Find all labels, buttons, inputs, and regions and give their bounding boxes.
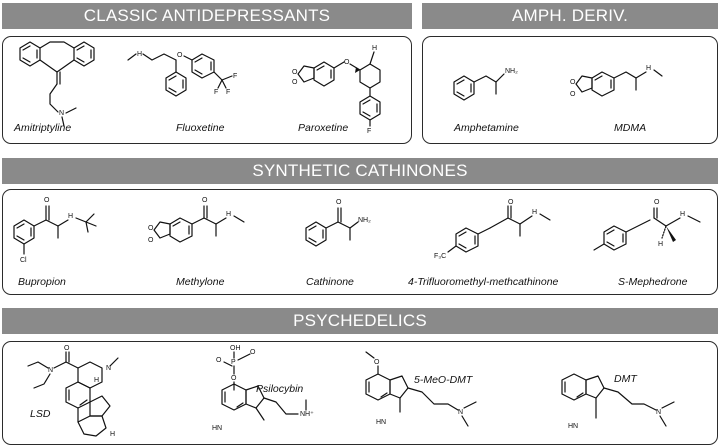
atom-label-o: O [202,197,208,204]
atom-label-n: N [48,367,53,374]
structure-4-trifluoromethyl-methcathinone: F₃C O H [434,199,551,260]
panel-synthetic-cathinones [2,189,718,295]
atom-label-n: N [59,110,64,117]
caption-dmt: DMT [614,373,637,385]
structure-amphetamine: NH₂ [453,68,518,101]
atom-label-o: O [292,79,298,86]
atom-label-o: O [336,199,342,206]
atom-label-f3c: F₃C [434,253,446,260]
atom-label-oh: OH [230,345,241,352]
atom-label-o: O [344,59,350,66]
atom-label-nh2: NH₂ [505,68,518,75]
panel-psychedelics [2,341,718,445]
caption-s-mephedrone: S-Mephedrone [618,276,688,288]
structure-lsd: O N N H H [27,345,119,438]
atom-label-nh2: NH₂ [358,217,371,224]
atom-label-f: F [226,89,230,96]
atom-label-nh: H [137,51,142,58]
atom-label-nh: H [646,65,651,72]
atom-label-n: N [106,365,111,372]
atom-label-o: O [292,69,298,76]
structure-mdma: O O H [570,65,663,98]
section-banner-amph-deriv: AMPH. DERIV. [422,3,718,29]
structure-amitriptyline: N [19,41,95,127]
atom-label-hn: HN [212,425,222,432]
caption-5-meo-dmt: 5-MeO-DMT [414,374,473,386]
atom-label-o: O [231,375,237,382]
atom-label-o: O [570,79,576,86]
atom-label-o: O [570,91,576,98]
atom-label-o: O [148,237,154,244]
panel-classic-antidepressants [2,36,412,144]
atom-label-o: O [216,357,222,364]
atom-label-o: O [148,225,154,232]
atom-label-o: O [374,359,380,366]
atom-label-o: O [44,197,50,204]
atom-label-n: N [458,409,463,416]
atom-label-nh: H [110,431,115,438]
atom-label-hn: HN [376,419,386,426]
caption-bupropion: Bupropion [18,276,66,288]
atom-label-f: F [214,89,218,96]
atom-label-o: O [250,349,256,356]
structure-bupropion: Cl O H [13,197,97,264]
atom-label-cl: Cl [20,257,27,264]
atom-label-nh: H [226,211,231,218]
section-banner-synthetic-cathinones: SYNTHETIC CATHINONES [2,158,718,184]
atom-label-h: H [658,241,663,248]
atom-label-h: H [94,377,99,384]
structure-5-meo-dmt: O HN N [365,351,477,427]
caption-paroxetine: Paroxetine [298,122,349,134]
caption-mdma: MDMA [614,122,647,134]
atom-label-nh: H [68,213,73,220]
caption-amphetamine: Amphetamine [454,122,519,134]
atom-label-o: O [177,52,183,59]
atom-label-o: O [508,199,514,206]
atom-label-p: P [231,359,236,366]
caption-psilocybin: Psilocybin [256,383,304,395]
section-banner-classic-antidepressants: CLASSIC ANTIDEPRESSANTS [2,3,412,29]
caption-amitriptyline: Amitriptyline [14,122,72,134]
structure-cathinone: O NH₂ [305,199,371,247]
caption-4-trifluoromethyl-methcathinone: 4-Trifluoromethyl-methcathinone [408,276,559,288]
caption-methylone: Methylone [176,276,225,288]
section-banner-psychedelics: PSYCHEDELICS [2,308,718,334]
structure-psilocybin: OH P O O O HN NH⁺ [212,345,314,432]
atom-label-o: O [654,199,660,206]
caption-lsd: LSD [30,408,51,420]
atom-label-nh-plus: NH⁺ [300,411,314,418]
caption-cathinone: Cathinone [306,276,354,288]
structure-methylone: O O O H [148,197,245,244]
atom-label-hn: HN [568,423,578,430]
caption-fluoxetine: Fluoxetine [176,122,225,134]
atom-label-nh: H [532,209,537,216]
atom-label-f: F [233,73,237,80]
structure-dmt: HN N [561,373,675,430]
atom-label-nh: H [680,211,685,218]
atom-label-n: N [656,409,661,416]
atom-label-nh: H [372,45,377,52]
structure-fluoxetine: H O F F F [127,51,237,97]
atom-label-f: F [367,128,371,135]
structure-s-mephedrone: O H H [593,199,701,251]
atom-label-o: O [64,345,70,352]
structure-paroxetine: O O O H F [292,45,381,135]
